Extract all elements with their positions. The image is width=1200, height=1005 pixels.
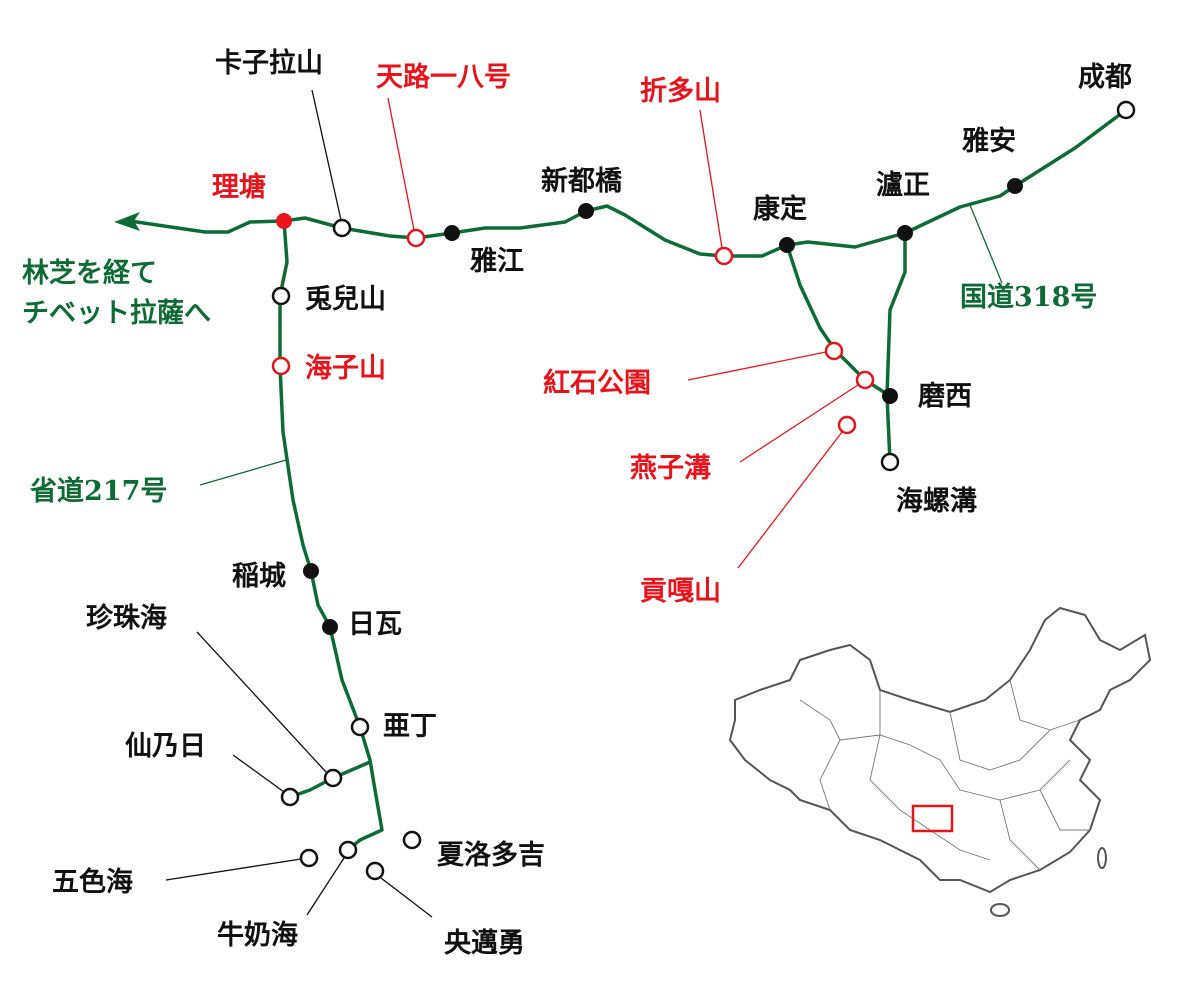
marker-kangding [779, 237, 795, 253]
label-luding: 瀘正 [876, 170, 930, 201]
label-yanzigou: 燕子溝 [630, 453, 711, 484]
marker-hailuogou [880, 452, 900, 472]
label-direction-line2: チベット拉薩へ [22, 297, 211, 329]
marker-xiannairi [280, 787, 300, 807]
china-inset-map [728, 606, 1152, 917]
province-border [1009, 679, 1051, 731]
leader-zheduoshan [699, 109, 723, 249]
label-provincial-route: 省道217号 [30, 475, 167, 507]
marker-zhenzhuhai [323, 768, 343, 788]
marker-xialuoduoji [402, 830, 422, 850]
label-zhenzhuhai: 珍珠海 [86, 603, 167, 634]
label-yaan: 雅安 [962, 126, 1016, 157]
label-yangmaiyong: 央邁勇 [444, 928, 525, 959]
route-xiannairi-branch [289, 760, 371, 799]
labels: 卡子拉山 天路一八号 折多山 成都 雅安 新都橋 康定 瀘正 理塘 雅江 林芝を… [22, 47, 1132, 959]
leader-niunaihai [306, 857, 345, 916]
label-wusehai: 五色海 [52, 866, 133, 898]
leader-national-route [969, 204, 1003, 284]
route-217 [278, 220, 384, 852]
leader-provincial-route [199, 459, 287, 486]
marker-xinduqiao [578, 203, 594, 219]
leader-kazilashan [311, 89, 342, 221]
marker-daocheng [303, 563, 319, 579]
marker-yading [350, 717, 370, 737]
label-kangding: 康定 [753, 193, 807, 225]
leader-yanzigou [739, 384, 859, 463]
label-xiannairi: 仙乃日 [125, 731, 206, 762]
province-border [869, 690, 991, 861]
label-yading: 亜丁 [383, 711, 437, 742]
marker-tianlu18 [406, 228, 426, 248]
marker-zheduoshan [714, 246, 734, 266]
marker-haizishan [271, 356, 291, 376]
marker-yaan [1007, 178, 1023, 194]
route-luding-hailuogou [885, 233, 907, 463]
leader-lines [165, 89, 1003, 918]
marker-yanzigou [855, 370, 875, 390]
arrow-west-icon [114, 212, 140, 231]
province-border [949, 711, 1081, 771]
leader-wusehai [165, 858, 302, 881]
label-gonggashan: 貢嘎山 [640, 576, 721, 607]
label-national-route: 国道318号 [960, 281, 1097, 313]
marker-tuershan [271, 286, 291, 306]
label-xialuoduoji: 夏洛多吉 [437, 840, 545, 871]
marker-moxi [882, 388, 898, 404]
label-niunaihai: 牛奶海 [217, 920, 298, 951]
label-hongshi: 紅石公園 [543, 368, 651, 399]
leader-gonggashan [737, 431, 843, 569]
marker-gonggashan [837, 415, 857, 435]
taiwan-island [1097, 847, 1107, 869]
label-direction-line1: 林芝を経て [22, 257, 157, 289]
label-moxi: 磨西 [918, 381, 972, 412]
province-border [999, 799, 1041, 871]
marker-luding [897, 225, 913, 241]
markers [271, 100, 1136, 881]
label-litang: 理塘 [212, 171, 266, 203]
leader-hongshi [687, 351, 827, 381]
route-kangding-moxi [785, 244, 891, 398]
leader-tianlu18 [387, 97, 415, 231]
marker-riwa [322, 619, 338, 635]
leader-zhenzhuhai [196, 631, 327, 773]
province-border [839, 734, 1071, 801]
label-tuershan: 兎兒山 [305, 284, 386, 315]
label-zheduoshan: 折多山 [640, 76, 721, 107]
marker-kazilashan [332, 218, 352, 238]
marker-litang [276, 213, 292, 229]
label-yajiang: 雅江 [470, 246, 524, 277]
marker-wusehai [299, 848, 319, 868]
marker-yangmaiyong [365, 861, 385, 881]
marker-yajiang [444, 225, 460, 241]
label-riwa: 日瓦 [348, 609, 402, 640]
region-highlight-box [911, 804, 954, 833]
china-outline [728, 606, 1152, 894]
label-tianlu18: 天路一八号 [376, 61, 511, 93]
hainan-island [990, 903, 1010, 917]
marker-niunaihai [338, 840, 358, 860]
leader-yangmaiyong [380, 877, 433, 918]
label-xinduqiao: 新都橋 [541, 165, 623, 197]
label-haizishan: 海子山 [305, 353, 386, 384]
marker-chengdu [1116, 100, 1136, 120]
label-kazilashan: 卡子拉山 [215, 47, 323, 79]
marker-hongshi [824, 341, 844, 361]
leader-xiannairi [232, 754, 285, 793]
label-daocheng: 稲城 [232, 561, 286, 592]
route-318 [129, 108, 1128, 258]
province-border [799, 699, 841, 811]
label-chengdu: 成都 [1078, 62, 1132, 93]
label-hailuogou: 海螺溝 [896, 486, 977, 517]
province-border [1039, 789, 1090, 831]
